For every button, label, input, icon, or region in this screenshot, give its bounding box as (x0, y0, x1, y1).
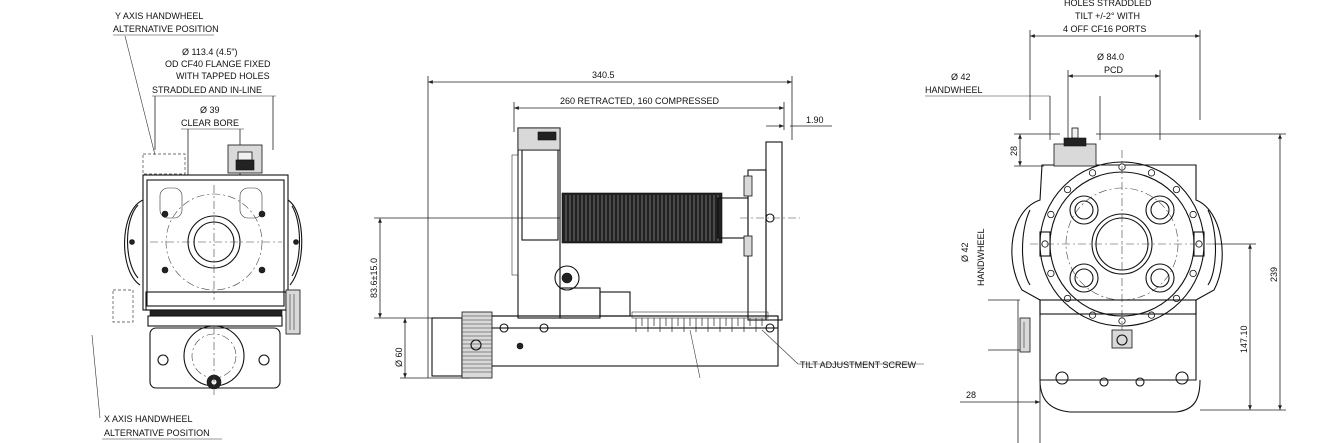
dim-147-10: 147.10 (1239, 325, 1249, 353)
overall-length-dimension: 340.5 (592, 70, 615, 80)
gap-dimension: 1.90 (806, 115, 824, 125)
diameter-dimension: Ø 60 (394, 347, 404, 367)
end-view: HOLES STRADDLED TILT +/-2° WITH 4 OFF CF… (925, 0, 1286, 443)
ports-label-line2: TILT +/-2° WITH (1075, 11, 1140, 21)
bottom-28-dimension: 28 (966, 390, 976, 400)
y-handwheel-label-line1: Y AXIS HANDWHEEL (115, 11, 203, 21)
height-dimension: 83.6±15.0 (369, 258, 379, 298)
x-handwheel-label-line2: ALTERNATIVE POSITION (104, 428, 210, 438)
pcd-label-line2: PCD (1104, 65, 1124, 75)
flange-label-line2: OD CF40 FLANGE FIXED (165, 59, 271, 69)
side-view: 340.5 260 RETRACTED, 160 COMPRESSED 1.90… (369, 70, 924, 379)
tilt-adjustment-screw-label: TILT ADJUSTMENT SCREW (800, 360, 917, 370)
side-handwheel-label-line1: Ø 42 (960, 242, 970, 262)
dim-239: 239 (1269, 267, 1279, 282)
top-28-dimension: 28 (1009, 146, 1019, 156)
flange-label-line3: WITH TAPPED HOLES (176, 71, 270, 81)
ports-label-line1: HOLES STRADDLED (1064, 0, 1152, 8)
top-handwheel-label-line1: Ø 42 (951, 72, 971, 82)
bore-label-line2: CLEAR BORE (181, 118, 239, 128)
bellows-length-dimension: 260 RETRACTED, 160 COMPRESSED (560, 96, 720, 106)
top-handwheel-label-line2: HANDWHEEL (925, 85, 983, 95)
pcd-label-line1: Ø 84.0 (1097, 52, 1124, 62)
y-handwheel-label-line2: ALTERNATIVE POSITION (113, 24, 219, 34)
x-handwheel-label-line1: X AXIS HANDWHEEL (104, 414, 193, 424)
side-handwheel-label-line2: HANDWHEEL (976, 228, 986, 286)
front-view: Y AXIS HANDWHEEL ALTERNATIVE POSITION Ø … (91, 11, 303, 440)
bore-label-line1: Ø 39 (200, 105, 220, 115)
ports-label-line3: 4 OFF CF16 PORTS (1063, 24, 1146, 34)
flange-label-line4: STRADDLED AND IN-LINE (152, 85, 262, 95)
flange-label-line1: Ø 113.4 (4.5") (182, 47, 238, 57)
